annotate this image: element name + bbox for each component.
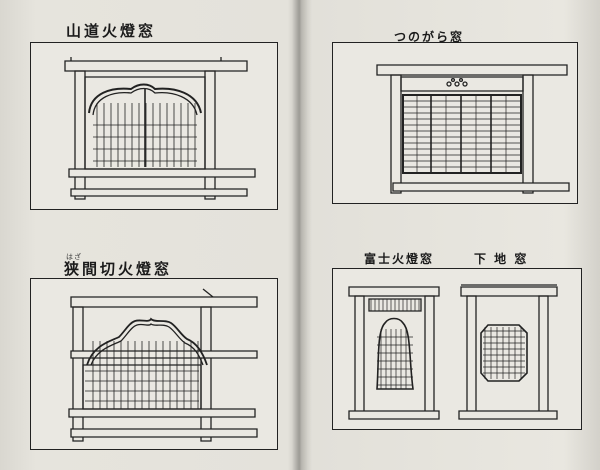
left-page: 山道火燈窓: [0, 0, 298, 470]
figure-panel-sando-katomado: [30, 42, 278, 210]
book-gutter: [292, 0, 308, 470]
caption-sando-katomado: 山道火燈窓: [66, 22, 157, 40]
caption-fuji-katomado: 富士火燈窓: [364, 252, 435, 266]
sando-katomado-illustration: [31, 43, 277, 209]
right-page: つのがら窓: [302, 0, 600, 470]
caption-shitaji-mado: 下 地 窓: [474, 252, 529, 266]
fuji-and-shitaji-illustration: [333, 269, 581, 429]
figure-panel-tsunogara-mado: [332, 42, 578, 204]
caption-tsunogara-mado: つのがら窓: [394, 30, 465, 44]
ruby-haza: はざ: [66, 253, 82, 261]
caption-hazamagiri-katomado: 狭間切火燈窓: [64, 260, 173, 278]
tsunogara-mado-illustration: [333, 43, 577, 203]
figure-panel-hazamagiri-katomado: [30, 278, 278, 450]
hazamagiri-katomado-illustration: [31, 279, 277, 449]
figure-panel-fuji-shitaji: [332, 268, 582, 430]
